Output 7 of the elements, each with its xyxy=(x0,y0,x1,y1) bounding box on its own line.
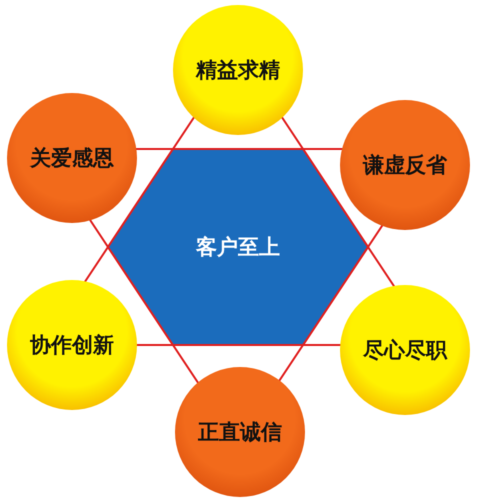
circle-label: 精益求精 xyxy=(196,57,280,84)
circle-label: 正直诚信 xyxy=(198,419,282,446)
circle-label: 谦虚反省 xyxy=(363,152,447,179)
circle-label: 关爱感恩 xyxy=(30,145,114,172)
circle-label: 协作创新 xyxy=(30,332,114,359)
circle-label: 尽心尽职 xyxy=(363,337,447,364)
center-label: 客户至上 xyxy=(196,234,280,261)
